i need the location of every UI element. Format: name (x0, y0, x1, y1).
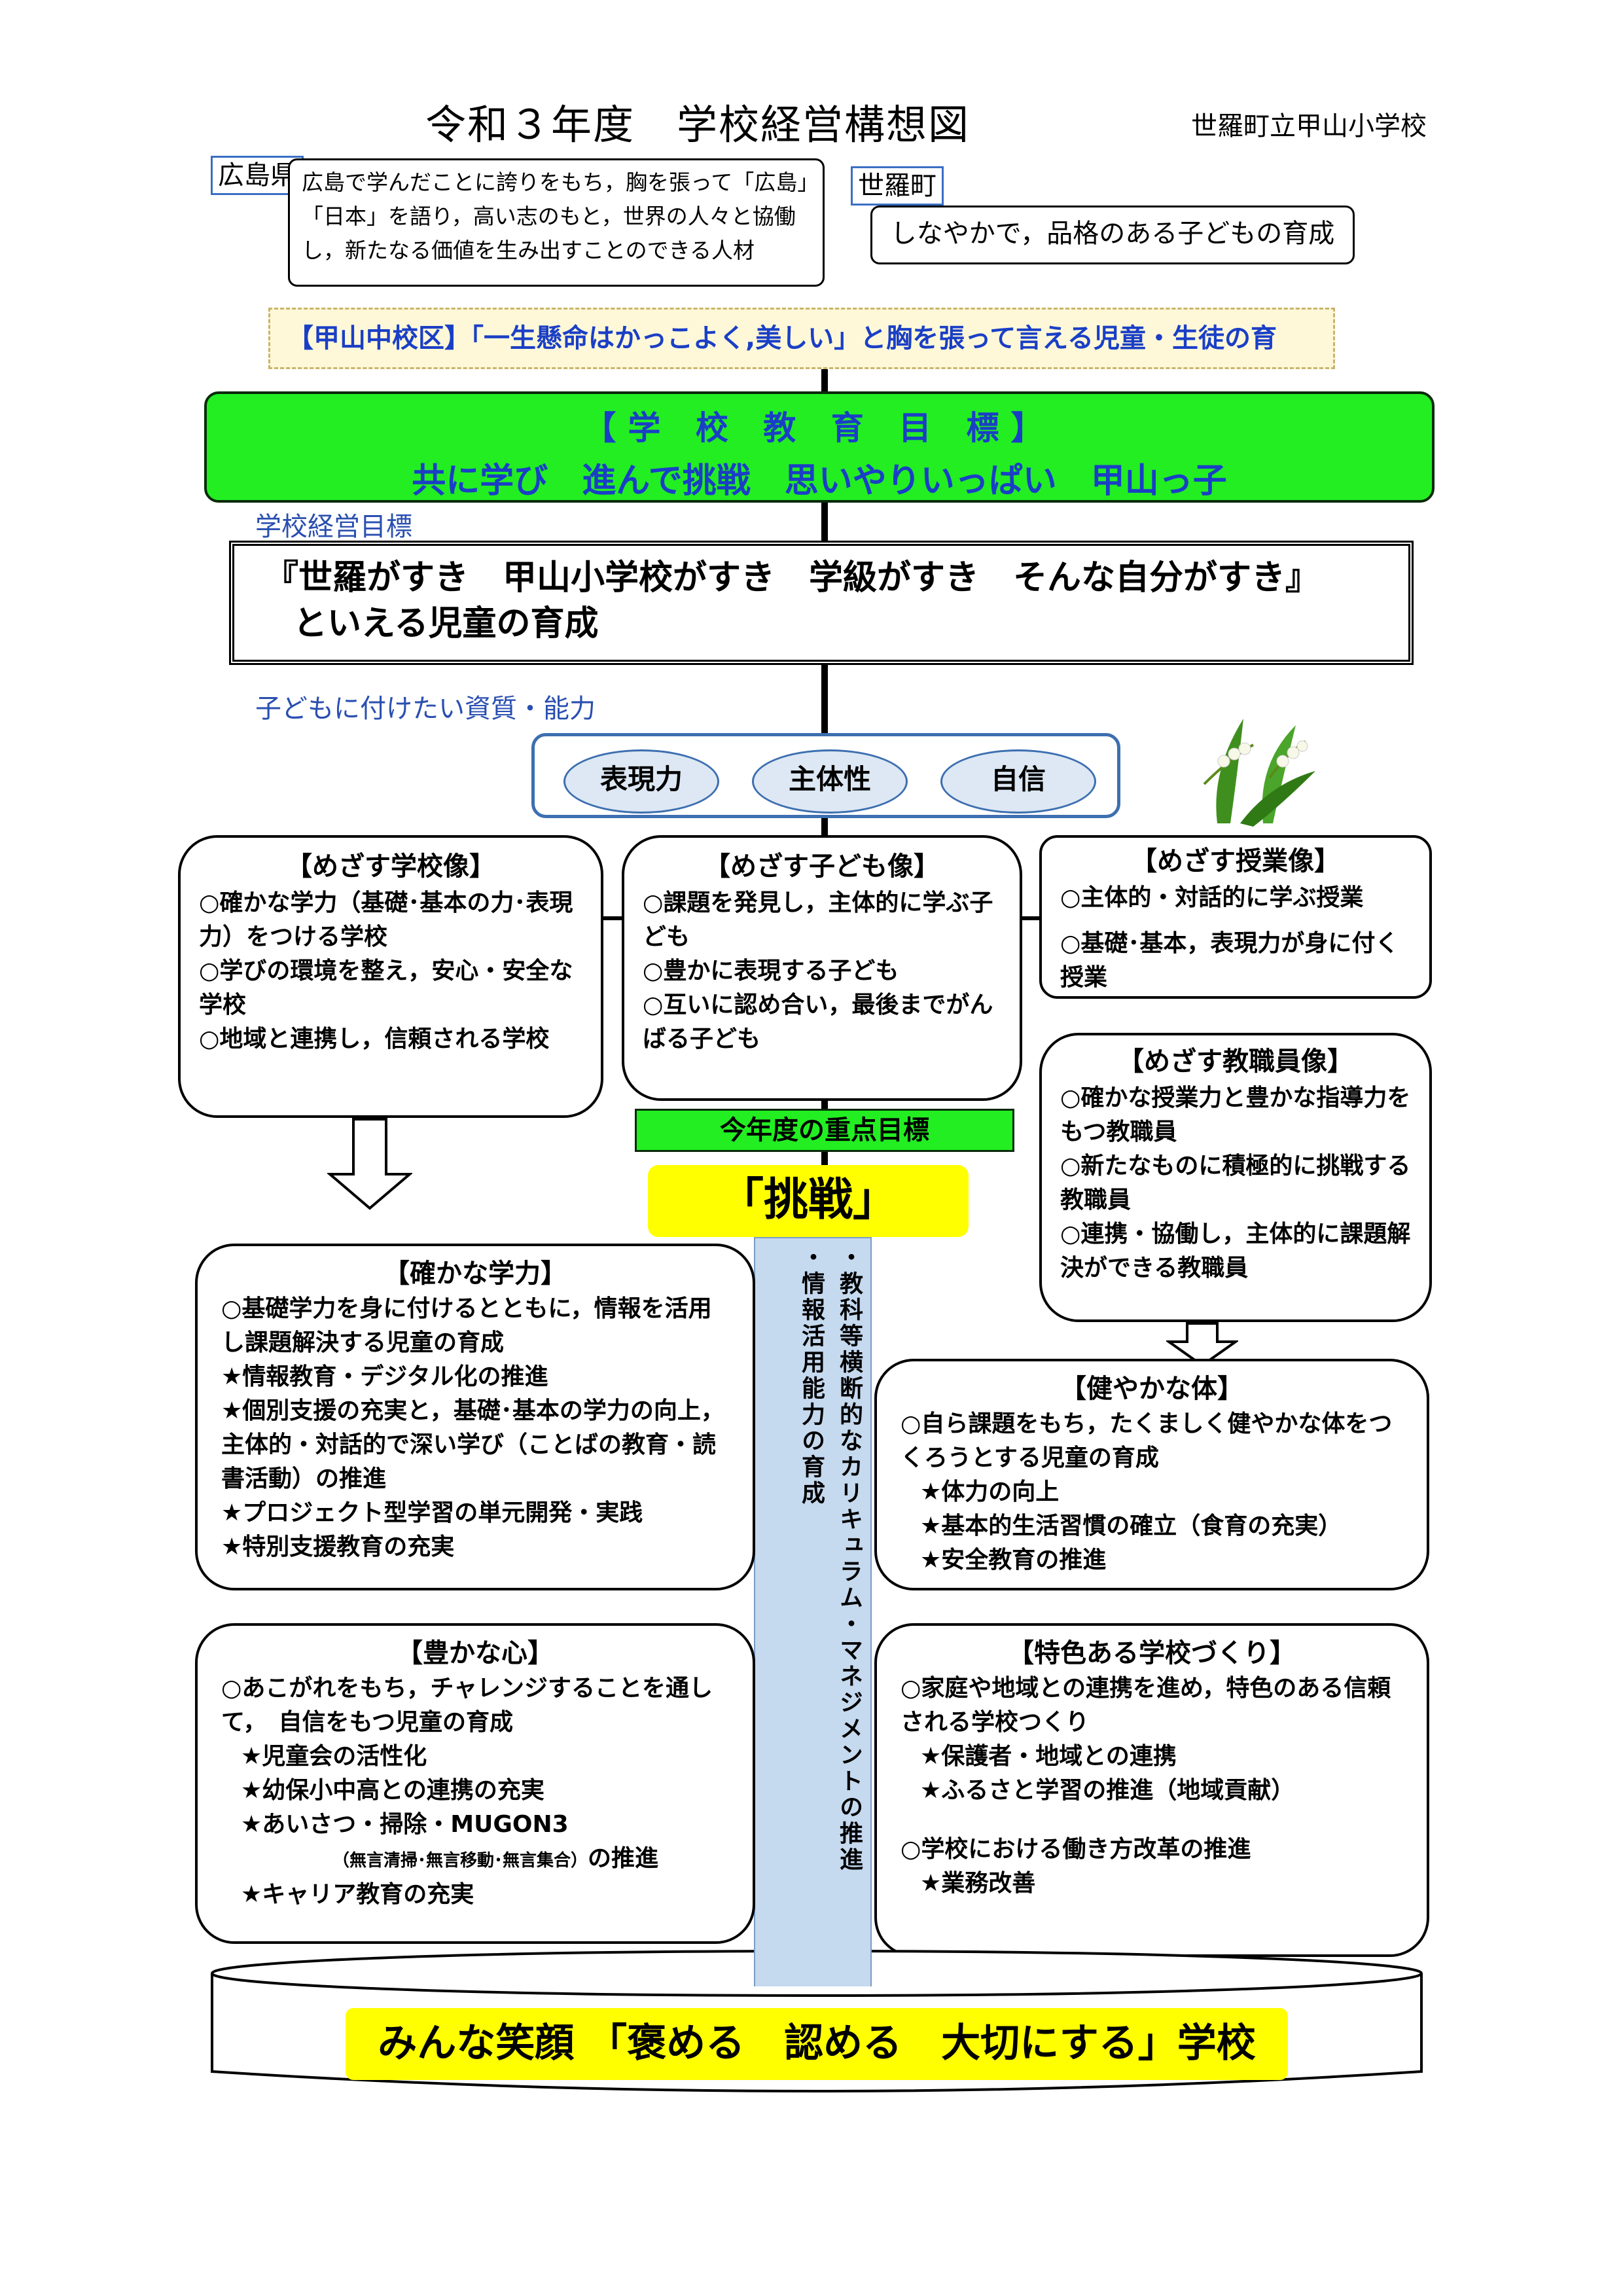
connector-line (602, 916, 628, 920)
ability-autonomy: 主体性 (752, 749, 908, 814)
management-goal-label: 学校経営目標 (255, 512, 412, 542)
list-item: ★基本的生活習慣の確立（食育の充実） (920, 1513, 1342, 1539)
list-item: ○連携・協働し，主体的に課題解決ができる教職員 (1060, 1221, 1411, 1282)
health-heading: 【健やかな体】 (1060, 1374, 1243, 1404)
information-literacy-text: ・情報活用能力の育成 (798, 1245, 825, 1507)
town-tag: 世羅町 (851, 166, 944, 206)
mugon-tail: の推進 (588, 1845, 659, 1872)
list-item: ★安全教育の推進 (920, 1547, 1107, 1573)
abilities-box: 表現力 主体性 自信 (531, 733, 1120, 818)
center-column-base (754, 1947, 872, 1986)
lesson-image-heading: 【めざす授業像】 (1131, 846, 1340, 876)
ability-expression: 表現力 (563, 749, 719, 814)
list-item: ★保護者・地域との連携 (920, 1743, 1177, 1770)
page-title: 令和３年度 学校経営構想図 (425, 101, 971, 149)
list-item: ○学びの環境を整え，安心・安全な学校 (199, 958, 573, 1018)
list-item: ○新たなものに積極的に挑戦する教職員 (1060, 1153, 1411, 1213)
connector-line (821, 369, 828, 393)
list-item: ○学校における働き方改革の推進 (901, 1836, 1251, 1863)
rich-heart-box: 【豊かな心】 ○あこがれをもち，チャレンジすることを通して， 自信をもつ児童の育… (195, 1623, 755, 1944)
list-item: ○豊かに表現する子ども (643, 958, 899, 984)
school-name: 世羅町立甲山小学校 (1191, 111, 1427, 141)
target-child-image: 【めざす子ども像】 ○課題を発見し，主体的に学ぶ子ども ○豊かに表現する子ども … (622, 835, 1022, 1101)
academic-ability-box: 【確かな学力】 ○基礎学力を身に付けるとともに，情報を活用し課題解決する児童の育… (195, 1244, 755, 1590)
school-image-heading: 【めざす学校像】 (286, 852, 495, 882)
child-image-heading: 【めざす子ども像】 (704, 852, 940, 882)
focus-goal-label: 今年度の重点目標 (635, 1109, 1014, 1152)
list-item: ★あいさつ・掃除・MUGON3 (241, 1811, 569, 1838)
town-vision: しなやかで，品格のある子どもの育成 (870, 206, 1355, 264)
list-item: ○課題を発見し，主体的に学ぶ子ども (643, 889, 993, 950)
list-item: ★個別支援の充実と，基礎･基本の学力の向上，主体的・対話的で深い学び（ことばの教… (221, 1397, 724, 1492)
list-item: （無言清掃･無言移動･無言集合）の推進 (221, 1842, 729, 1878)
list-item: ★プロジェクト型学習の単元開発・実践 (221, 1499, 643, 1526)
target-lesson-image: 【めざす授業像】 ○主体的・対話的に学ぶ授業 ○基礎･基本，表現力が身に付く授業 (1039, 835, 1432, 999)
list-item: ★幼保小中高との連携の充実 (241, 1777, 544, 1804)
district-goal: 【甲山中校区】「一生懸命はかっこよく,美しい」と胸を張って言える児童・生徒の育 (268, 308, 1335, 369)
list-item: ○あこがれをもち，チャレンジすることを通して， 自信をもつ児童の育成 (221, 1675, 713, 1736)
school-goal-text: 共に学び 進んで挑戦 思いやりいっぱい 甲山っ子 (412, 461, 1227, 501)
management-goal-line2: といえる児童の育成 (293, 604, 599, 643)
list-item: ○確かな学力（基礎･基本の力･表現力）をつける学校 (199, 889, 573, 950)
target-school-image: 【めざす学校像】 ○確かな学力（基礎･基本の力･表現力）をつける学校 ○学びの環… (178, 835, 603, 1118)
list-item: ○地域と連携し，信頼される学校 (199, 1026, 550, 1052)
school-education-goal: 【学 校 教 育 目 標】 共に学び 進んで挑戦 思いやりいっぱい 甲山っ子 (204, 391, 1435, 503)
list-item: ○家庭や地域との連携を進め，特色のある信頼される学校つくり (901, 1675, 1391, 1736)
school-motto: みんな笑顔 「褒める 認める 大切にする」学校 (346, 2008, 1288, 2080)
list-item: ○互いに認め合い，最後までがんばる子ども (643, 992, 993, 1052)
target-staff-image: 【めざす教職員像】 ○確かな授業力と豊かな指導力をもつ教職員 ○新たなものに積極… (1039, 1033, 1432, 1322)
management-goal-box: 『世羅がすき 甲山小学校がすき 学級がすき そんな自分がすき』 といえる児童の育… (229, 541, 1414, 665)
list-item: ★ふるさと学習の推進（地域貢献） (920, 1777, 1295, 1804)
distinctive-heading: 【特色ある学校づくり】 (1008, 1638, 1296, 1668)
focus-goal-challenge: 「挑戦」 (648, 1165, 969, 1237)
academic-heading: 【確かな学力】 (383, 1259, 567, 1289)
heart-heading: 【豊かな心】 (397, 1638, 554, 1668)
list-item: ★業務改善 (920, 1870, 1036, 1897)
management-goal-line1: 『世羅がすき 甲山小学校がすき 学級がすき そんな自分がすき』 (264, 558, 1320, 598)
ability-confidence: 自信 (940, 749, 1096, 814)
school-goal-heading: 【学 校 教 育 目 標】 (583, 409, 1056, 447)
connector-line (1021, 916, 1041, 920)
list-item: ★体力の向上 (920, 1479, 1060, 1505)
down-arrow-icon (327, 1118, 412, 1210)
down-arrow-icon (1166, 1322, 1238, 1367)
list-item: ★キャリア教育の充実 (241, 1881, 474, 1908)
list-item: ○基礎学力を身に付けるとともに，情報を活用し課題解決する児童の育成 (221, 1295, 712, 1356)
list-item: ★児童会の活性化 (241, 1743, 427, 1770)
list-item: ★特別支援教育の充実 (221, 1534, 455, 1560)
list-item: ○主体的・対話的に学ぶ授業 (1060, 884, 1364, 911)
list-item: ○確かな授業力と豊かな指導力をもつ教職員 (1060, 1085, 1411, 1145)
lily-of-the-valley-icon (1203, 719, 1315, 827)
center-column: ・教科等横断的なカリキュラム・マネジメントの推進 ・情報活用能力の育成 (754, 1237, 872, 2006)
mugon-detail: （無言清掃･無言移動･無言集合） (332, 1851, 588, 1871)
list-item: ○自ら課題をもち，たくましく健やかな体をつくろうとする児童の育成 (901, 1410, 1393, 1471)
staff-image-heading: 【めざす教職員像】 (1118, 1047, 1353, 1077)
abilities-label: 子どもに付けたい資質・能力 (255, 694, 596, 724)
list-item: ○基礎･基本，表現力が身に付く授業 (1060, 930, 1399, 991)
prefecture-vision: 広島で学んだことに誇りをもち，胸を張って「広島」「日本」を語り，高い志のもと，世… (288, 158, 825, 287)
curriculum-management-text: ・教科等横断的なカリキュラム・マネジメントの推進 (836, 1245, 863, 1873)
list-item: ★情報教育・デジタル化の推進 (221, 1363, 548, 1390)
healthy-body-box: 【健やかな体】 ○自ら課題をもち，たくましく健やかな体をつくろうとする児童の育成… (874, 1359, 1429, 1590)
distinctive-school-box: 【特色ある学校づくり】 ○家庭や地域との連携を進め，特色のある信頼される学校つく… (874, 1623, 1429, 1957)
